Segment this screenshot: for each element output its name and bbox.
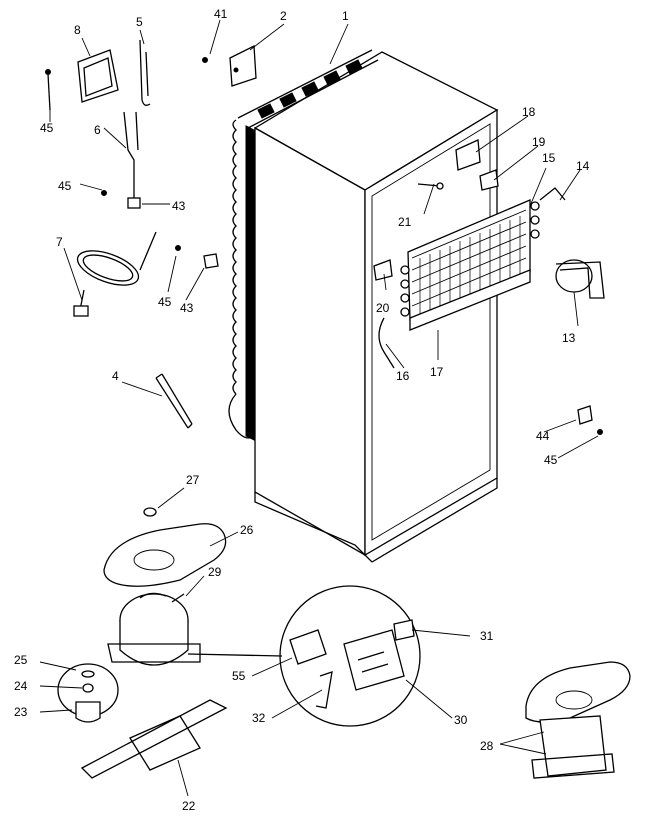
part-22-base [80, 699, 228, 779]
cabinet [253, 51, 499, 563]
callout-32: 32 [252, 711, 266, 725]
callout-6: 6 [94, 123, 101, 137]
callout-labels: 1 2 41 5 8 6 45 45 43 7 45 43 4 18 19 15… [14, 7, 590, 813]
mount-parts-23-25 [57, 663, 119, 723]
callout-20: 20 [376, 301, 390, 315]
callout-29: 29 [208, 565, 222, 579]
part-2-bracket [229, 44, 257, 87]
callout-28: 28 [480, 739, 494, 753]
part-45-screw-c [175, 245, 181, 251]
callout-31: 31 [480, 629, 494, 643]
callout-18: 18 [522, 105, 536, 119]
callout-24: 24 [14, 679, 28, 693]
callout-17: 17 [430, 365, 444, 379]
callout-55: 55 [232, 669, 246, 683]
evaporator [400, 187, 566, 331]
callout-4: 4 [112, 369, 119, 383]
part-7-cord [73, 231, 157, 317]
part-6-harness [123, 111, 139, 200]
part-26-drain-pan [103, 523, 227, 587]
part-28-compressor-assy [525, 661, 631, 779]
callout-22: 22 [182, 799, 196, 813]
callout-26: 26 [240, 523, 254, 537]
relay-detail-callout [187, 585, 421, 727]
callout-5: 5 [136, 15, 143, 29]
leader-lines [39, 19, 599, 797]
part-4-bracket [155, 373, 193, 429]
part-21-screw [417, 183, 441, 187]
part-45-screw-b [101, 190, 107, 196]
part-43-clip [203, 253, 219, 269]
callout-19: 19 [532, 135, 546, 149]
callout-43b: 43 [180, 301, 194, 315]
callout-43: 43 [172, 199, 186, 213]
callout-45d: 45 [544, 453, 558, 467]
callout-1: 1 [342, 9, 349, 23]
part-20-clip [373, 259, 393, 281]
part-27-grommet [143, 507, 157, 517]
part-13-heater [555, 261, 605, 299]
callout-21: 21 [398, 215, 412, 229]
part-45-screw-d [597, 429, 603, 435]
part-18-bracket [455, 139, 481, 171]
part-43-connector [127, 197, 141, 209]
condenser-coil [228, 49, 379, 441]
callout-23: 23 [14, 705, 28, 719]
callout-13: 13 [562, 331, 576, 345]
callout-8: 8 [74, 23, 81, 37]
callout-45b: 45 [58, 179, 72, 193]
callout-44: 44 [536, 429, 550, 443]
callout-41: 41 [214, 7, 228, 21]
part-8-cover [77, 49, 119, 103]
part-41-screw [202, 57, 208, 63]
callout-16: 16 [396, 369, 410, 383]
part-29-compressor [107, 592, 201, 666]
part-16-tube [378, 317, 395, 369]
part-5-wire [139, 39, 151, 106]
callout-27: 27 [186, 473, 200, 487]
callout-15: 15 [542, 151, 556, 165]
part-45-screw [47, 73, 51, 111]
part-19-clip [479, 169, 499, 191]
callout-14: 14 [576, 159, 590, 173]
part-44-clip [577, 405, 593, 425]
callout-2: 2 [280, 9, 287, 23]
callout-30: 30 [454, 713, 468, 727]
callout-45: 45 [40, 121, 54, 135]
callout-25: 25 [14, 653, 28, 667]
callout-45c: 45 [158, 295, 172, 309]
callout-7: 7 [56, 235, 63, 249]
